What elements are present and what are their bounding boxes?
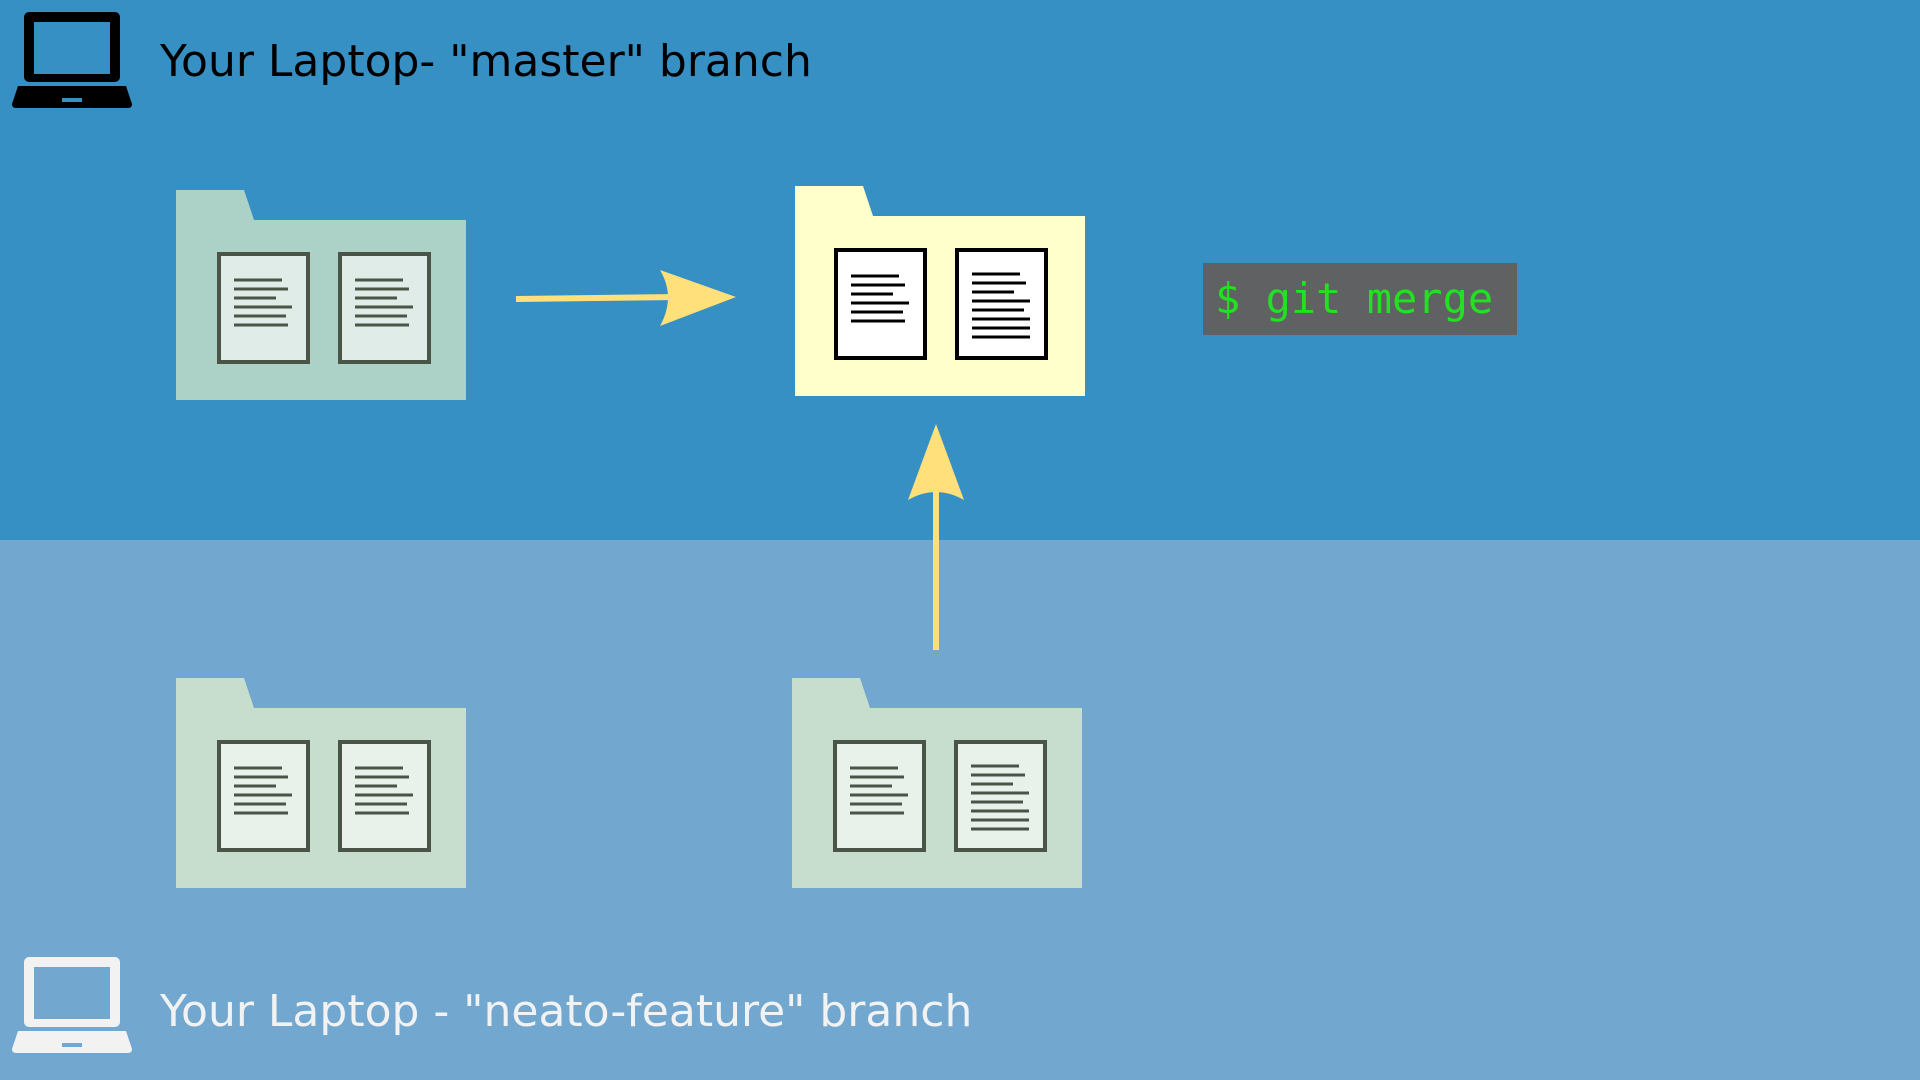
folder-icon (176, 190, 466, 400)
laptop-icon (12, 10, 132, 110)
master-branch-label: Your Laptop- "master" branch (160, 36, 812, 87)
folder-icon (795, 186, 1085, 396)
git-merge-command: $ git merge (1203, 263, 1517, 335)
feature-branch-label: Your Laptop - "neato-feature" branch (160, 986, 973, 1037)
folder-icon (176, 678, 466, 888)
laptop-icon (12, 955, 132, 1055)
folder-icon (792, 678, 1082, 888)
